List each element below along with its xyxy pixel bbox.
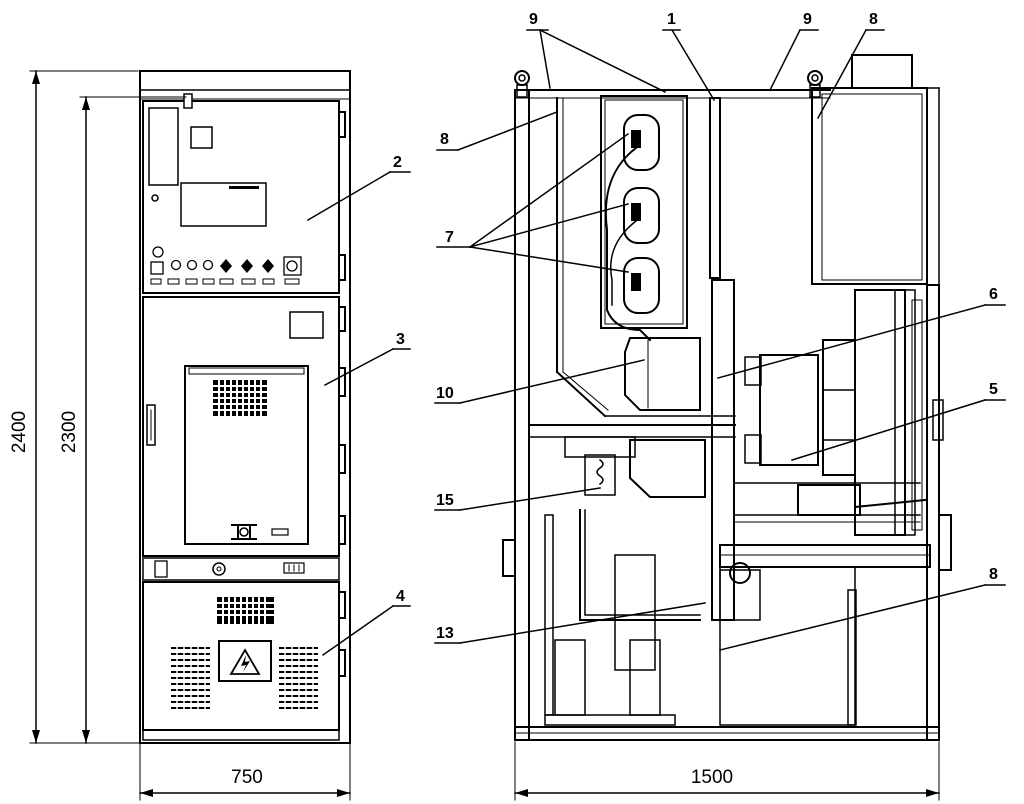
callout-3: 3 bbox=[396, 331, 405, 348]
side-view bbox=[502, 54, 952, 741]
callout-13: 13 bbox=[436, 625, 454, 642]
callout-8-top-right: 8 bbox=[869, 11, 878, 28]
callout-9-left: 9 bbox=[529, 11, 538, 28]
dimension-height-2300: 2300 bbox=[59, 411, 80, 453]
callout-7: 7 bbox=[445, 229, 454, 246]
dimension-height-2400: 2400 bbox=[9, 411, 30, 453]
callout-10: 10 bbox=[436, 385, 454, 402]
callout-1: 1 bbox=[667, 11, 676, 28]
front-dimensions: 2400 2300 750 bbox=[9, 70, 351, 801]
earthing-switch-area bbox=[564, 436, 636, 496]
callout-8-left: 8 bbox=[440, 131, 449, 148]
dimension-width-750: 750 bbox=[231, 767, 263, 788]
callout-4: 4 bbox=[396, 588, 405, 605]
mechanism-strip bbox=[142, 557, 340, 581]
callouts: 2 3 4 9 1 9 8 8 7 bbox=[306, 11, 1006, 657]
callout-8-bottom-right: 8 bbox=[989, 566, 998, 583]
callout-2: 2 bbox=[393, 154, 402, 171]
busbar-insulators bbox=[604, 114, 660, 342]
high-voltage-warning-icon bbox=[218, 640, 272, 682]
front-view bbox=[139, 70, 351, 744]
relay-compartment-door bbox=[142, 93, 340, 294]
side-dimension: 1500 bbox=[514, 741, 940, 801]
callout-6: 6 bbox=[989, 286, 998, 303]
breaker-compartment-door bbox=[142, 296, 340, 557]
callout-15: 15 bbox=[436, 492, 454, 509]
circuit-breaker bbox=[734, 339, 927, 523]
callout-9-right: 9 bbox=[803, 11, 812, 28]
cable-compartment-door bbox=[142, 581, 340, 731]
dimension-depth-1500: 1500 bbox=[691, 767, 733, 788]
callout-5: 5 bbox=[989, 381, 998, 398]
